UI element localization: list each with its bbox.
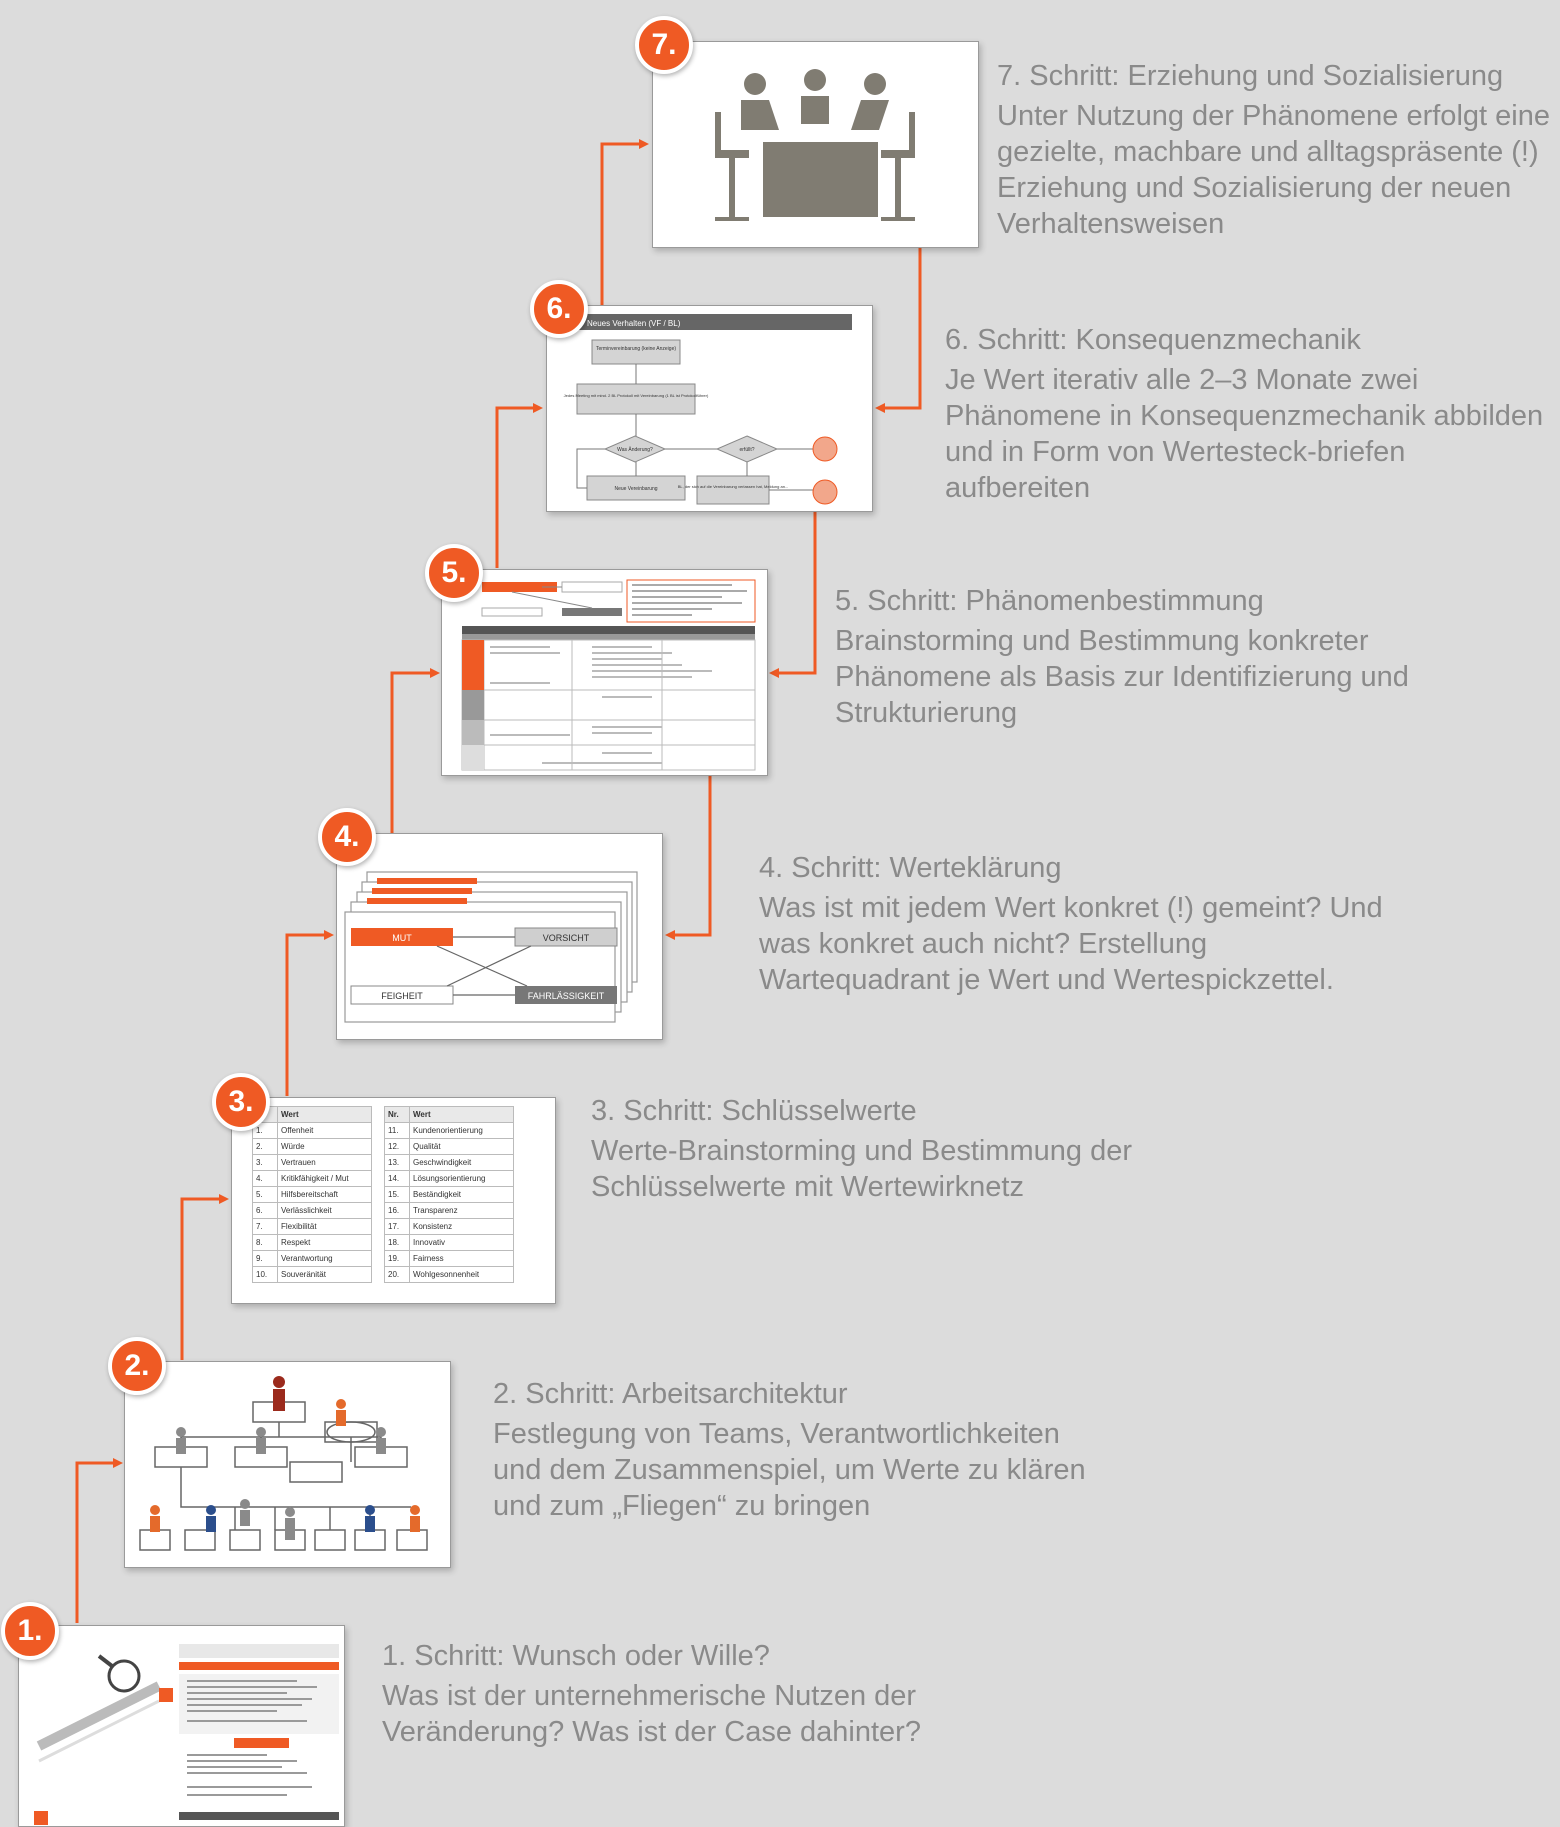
step-5-thumbnail	[441, 569, 768, 776]
values-table-left: Wert 1.Offenheit 2.Würde 3.Vertrauen 4.K…	[252, 1106, 372, 1283]
flowchart-box-2: Jedes Meeting mit mind. 2 BL Protokoll m…	[564, 393, 709, 398]
step-2-description: Festlegung von Teams, Verantwortlichkeit…	[493, 1418, 1086, 1522]
step-1-badge: 1.	[1, 1602, 59, 1660]
arrow-6-to-7	[600, 139, 649, 305]
step-4-description: Was ist mit jedem Wert konkret (!) gemei…	[759, 892, 1383, 996]
quadrant-bottom-right-label: FAHRLÄSSIGKEIT	[528, 991, 605, 1001]
step-6-text: 6. Schritt: Konsequenzmechanik Je Wert i…	[945, 322, 1545, 506]
step-1-thumbnail	[18, 1625, 345, 1827]
step-4-title: 4. Schritt: Werteklärung	[759, 852, 1062, 884]
step-3-text: 3. Schritt: Schlüsselwerte Werte-Brainst…	[591, 1093, 1191, 1205]
arrow-2-to-3	[180, 1194, 229, 1360]
step-6-description: Je Wert iterativ alle 2–3 Monate zwei Ph…	[945, 364, 1544, 504]
step-2-thumbnail	[124, 1361, 451, 1568]
arrow-4-to-5	[390, 668, 440, 833]
person-icons	[176, 1427, 386, 1540]
flowchart-header: Neues Verhalten (VF / BL)	[587, 319, 681, 328]
step-2-badge: 2.	[108, 1337, 166, 1395]
step-3-badge: 3.	[212, 1073, 270, 1131]
step-5-description: Brainstorming und Bestimmung konkreter P…	[835, 625, 1409, 729]
flowchart-box-3: Neue Vereinbarung	[614, 486, 657, 492]
org-chart-thumbnail	[139, 1376, 428, 1551]
step-6-badge: 6.	[530, 280, 588, 338]
step-5-text: 5. Schritt: Phänomenbestimmung Brainstor…	[835, 583, 1455, 731]
step-1-text: 1. Schritt: Wunsch oder Wille? Was ist d…	[382, 1638, 982, 1750]
arrow-5-to-6	[495, 403, 543, 568]
step-2-text: 2. Schritt: Arbeitsarchitektur Festlegun…	[493, 1376, 1113, 1524]
step-7-badge: 7.	[635, 16, 693, 74]
business-case-slide-thumbnail	[19, 1626, 344, 1826]
step-7-thumbnail	[652, 41, 979, 248]
values-table-right: Nr.Wert 11.Kundenorientierung 12.Qualitä…	[384, 1106, 514, 1283]
step-7-title: 7. Schritt: Erziehung und Sozialisierung	[997, 60, 1504, 92]
step-3-thumbnail: Wert 1.Offenheit 2.Würde 3.Vertrauen 4.K…	[231, 1097, 556, 1304]
return-5-to-4	[665, 775, 712, 940]
value-quadrant-cards-thumbnail: MUT VORSICHT FEIGHEIT FAHRLÄSSIGKEIT	[344, 871, 638, 1023]
step-3-title: 3. Schritt: Schlüsselwerte	[591, 1095, 917, 1127]
step-4-text: 4. Schritt: Werteklärung Was ist mit jed…	[759, 850, 1389, 998]
return-6-to-5	[769, 511, 817, 678]
meeting-table-icon	[715, 69, 915, 221]
step-7-text: 7. Schritt: Erziehung und Sozialisierung…	[997, 58, 1557, 242]
step-1-description: Was ist der unternehmerische Nutzen der …	[382, 1680, 921, 1748]
quadrant-bottom-left-label: FEIGHEIT	[381, 991, 423, 1001]
step-1-title: 1. Schritt: Wunsch oder Wille?	[382, 1640, 770, 1672]
step-7-description: Unter Nutzung der Phänomene erfolgt eine…	[997, 100, 1550, 240]
flowchart-thumbnail: Neues Verhalten (VF / BL) Terminvereinba…	[547, 314, 852, 505]
step-6-title: 6. Schritt: Konsequenzmechanik	[945, 324, 1361, 356]
phenomena-matrix-thumbnail	[461, 579, 756, 771]
step-3-description: Werte-Brainstorming und Bestimmung der S…	[591, 1135, 1133, 1203]
values-table-thumbnail: Wert 1.Offenheit 2.Würde 3.Vertrauen 4.K…	[232, 1098, 555, 1283]
step-4-thumbnail: MUT VORSICHT FEIGHEIT FAHRLÄSSIGKEIT	[336, 833, 663, 1040]
step-5-badge: 5.	[425, 544, 483, 602]
step-5-title: 5. Schritt: Phänomenbestimmung	[835, 585, 1264, 617]
step-6-thumbnail: Neues Verhalten (VF / BL) Terminvereinba…	[546, 305, 873, 512]
step-2-title: 2. Schritt: Arbeitsarchitektur	[493, 1378, 848, 1410]
arrow-3-to-4	[285, 930, 334, 1096]
flowchart-box-1: Terminvereinbarung (keine Anzeige)	[596, 346, 676, 352]
step-4-badge: 4.	[318, 808, 376, 866]
quadrant-top-right-label: VORSICHT	[543, 933, 590, 943]
flowchart-box-4: BL, der sich auf die Vereinbarung verlas…	[678, 484, 789, 489]
arrow-1-to-2	[75, 1458, 123, 1623]
flowchart-decision-1: Was Änderung?	[617, 446, 653, 453]
return-7-to-6	[875, 247, 922, 413]
quadrant-top-left-label: MUT	[392, 933, 412, 943]
flowchart-decision-2: erfüllt?	[739, 447, 754, 453]
